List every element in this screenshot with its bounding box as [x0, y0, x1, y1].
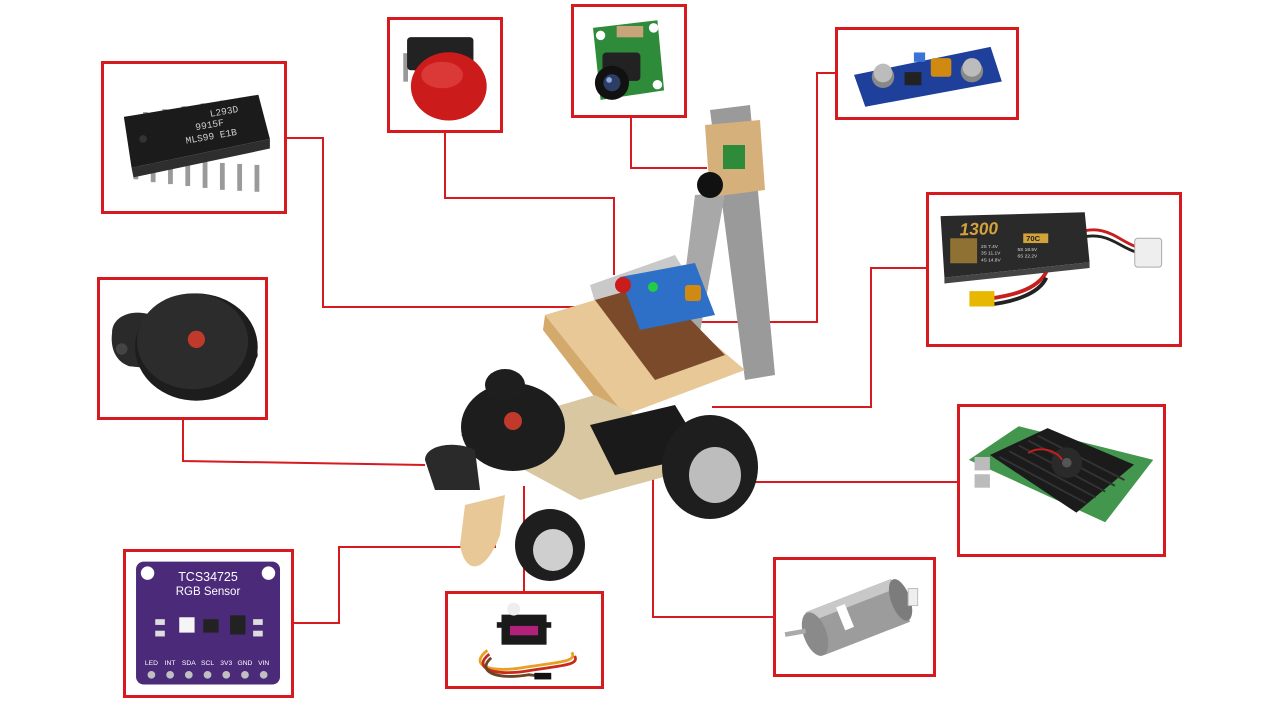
battery-spec-5: 6S 22.2V — [1017, 253, 1038, 259]
rgb-pin-hole — [166, 671, 174, 679]
battery-spec-1: 2S 7.4V — [981, 244, 999, 250]
rgb-sensor-title: TCS34725 — [178, 570, 238, 584]
rgb-pin-label: GND — [238, 660, 253, 667]
rgb-pin-label: INT — [165, 660, 176, 667]
lidar-box — [97, 277, 268, 420]
servo-box — [445, 591, 604, 689]
xt60-connector — [969, 291, 994, 306]
lidar-image — [100, 280, 265, 417]
lidar-dot — [188, 331, 205, 348]
rgb-sensor-subtitle: RGB Sensor — [176, 586, 241, 598]
inductor — [931, 58, 952, 77]
rgb-pin-hole — [204, 671, 212, 679]
ic-chip-box: L293D 9915F MLS99 E1B — [101, 61, 287, 214]
battery-box: 1300 70C 2S 7.4V 3S 11.1V 4S 14.8V 5S 18… — [926, 192, 1182, 347]
rgb-pin-label: SDA — [182, 660, 196, 667]
rgb-pin-hole — [241, 671, 249, 679]
battery-spec-4: 5S 18.5V — [1017, 247, 1038, 253]
battery-spec-2: 3S 11.1V — [981, 251, 1001, 257]
dc-motor-box — [773, 557, 936, 677]
robot-assembly — [405, 105, 785, 585]
camera-box — [571, 4, 687, 118]
rgb-pin-hole — [148, 671, 156, 679]
robot-image — [405, 105, 785, 585]
rgb-pin-hole — [185, 671, 193, 679]
dc-motor-image — [776, 560, 933, 674]
robot-red-button — [615, 277, 631, 293]
rgb-pin-label: LED — [145, 660, 158, 667]
buck-converter-box — [835, 27, 1019, 120]
ic-chip-image: L293D 9915F MLS99 E1B — [104, 64, 284, 211]
raspberry-pi-box — [957, 404, 1166, 557]
rgb-pin-hole — [222, 671, 230, 679]
mast-camera-lens — [697, 172, 723, 198]
rgb-sensor-led — [179, 617, 194, 632]
battery-c-rating: 70C — [1026, 234, 1041, 243]
rgb-pin-label: 3V3 — [220, 660, 232, 667]
line-lidar — [183, 420, 425, 465]
battery-image: 1300 70C 2S 7.4V 3S 11.1V 4S 14.8V 5S 18… — [929, 195, 1179, 344]
rgb-pin-label: VIN — [258, 660, 269, 667]
battery-spec-3: 4S 14.8V — [981, 257, 1002, 263]
rgb-sensor-box: TCS34725 RGB Sensor LED INT SDA SCL 3V3 GND VI… — [123, 549, 294, 698]
raspberry-pi-image — [960, 407, 1163, 554]
servo-image — [448, 594, 601, 686]
rgb-pin-label: SCL — [201, 660, 214, 667]
rgb-sensor-image: TCS34725 RGB Sensor LED INT SDA SCL 3V3 GND VI… — [126, 552, 291, 695]
rgb-pin-hole — [260, 671, 268, 679]
camera-image — [574, 7, 684, 115]
buck-converter-image — [838, 30, 1016, 117]
battery-capacity: 1300 — [959, 218, 999, 239]
